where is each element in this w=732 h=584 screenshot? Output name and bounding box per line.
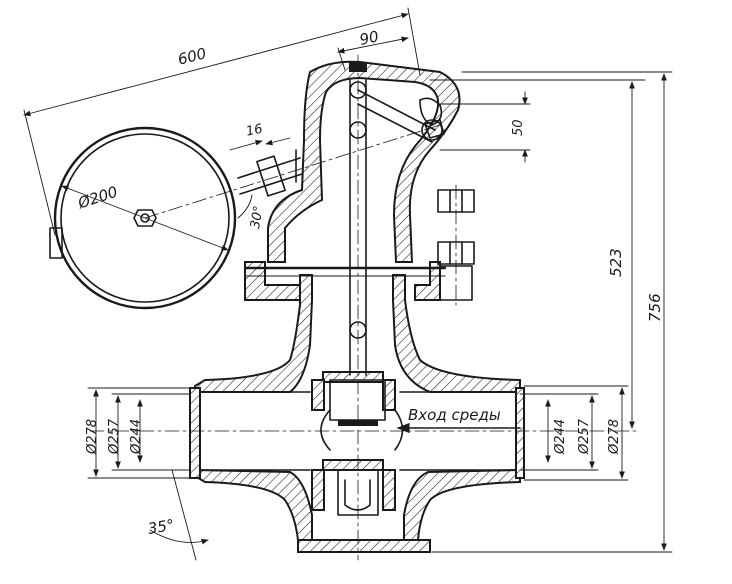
dimension-phi200: Ø200 bbox=[75, 183, 120, 213]
valve-body bbox=[189, 60, 525, 553]
counterweight bbox=[49, 126, 237, 310]
dim-left-278: Ø278 bbox=[85, 419, 100, 455]
dim-right-278: Ø278 bbox=[607, 419, 622, 455]
dimension-35deg: 35° bbox=[146, 469, 209, 561]
dim-90-label: 90 bbox=[358, 27, 380, 49]
dim-523-label: 523 bbox=[607, 248, 625, 277]
dimension-30deg: 30° bbox=[237, 194, 267, 230]
dimension-16: 16 bbox=[229, 122, 291, 151]
dim-30deg-label: 30° bbox=[248, 205, 267, 230]
dimension-left-diameters: Ø278 Ø257 Ø244 bbox=[85, 387, 191, 479]
dim-left-244: Ø244 bbox=[129, 419, 144, 455]
bolt-assembly bbox=[437, 184, 475, 306]
pipe-bore bbox=[199, 391, 517, 471]
valve-plug bbox=[329, 379, 386, 516]
dim-50-label: 50 bbox=[511, 119, 526, 136]
dim-600-label: 600 bbox=[176, 44, 208, 68]
dimension-right-diameters: Ø244 Ø257 Ø278 bbox=[519, 385, 629, 481]
inlet-label: Вход среды bbox=[408, 406, 501, 424]
dim-right-244: Ø244 bbox=[553, 419, 568, 455]
dim-left-257: Ø257 bbox=[107, 418, 122, 455]
dim-phi200-label: Ø200 bbox=[75, 183, 120, 213]
inlet-indicator: Вход среды bbox=[396, 406, 521, 434]
dimension-756: 756 bbox=[431, 71, 673, 553]
dim-right-257: Ø257 bbox=[577, 418, 592, 455]
dim-16-label: 16 bbox=[245, 122, 264, 140]
dim-35deg-label: 35° bbox=[146, 516, 175, 538]
dimension-523: 523 bbox=[429, 79, 646, 429]
dimension-50: 50 bbox=[439, 91, 531, 163]
dimension-90: 90 bbox=[337, 27, 409, 71]
dim-756-label: 756 bbox=[646, 293, 664, 322]
